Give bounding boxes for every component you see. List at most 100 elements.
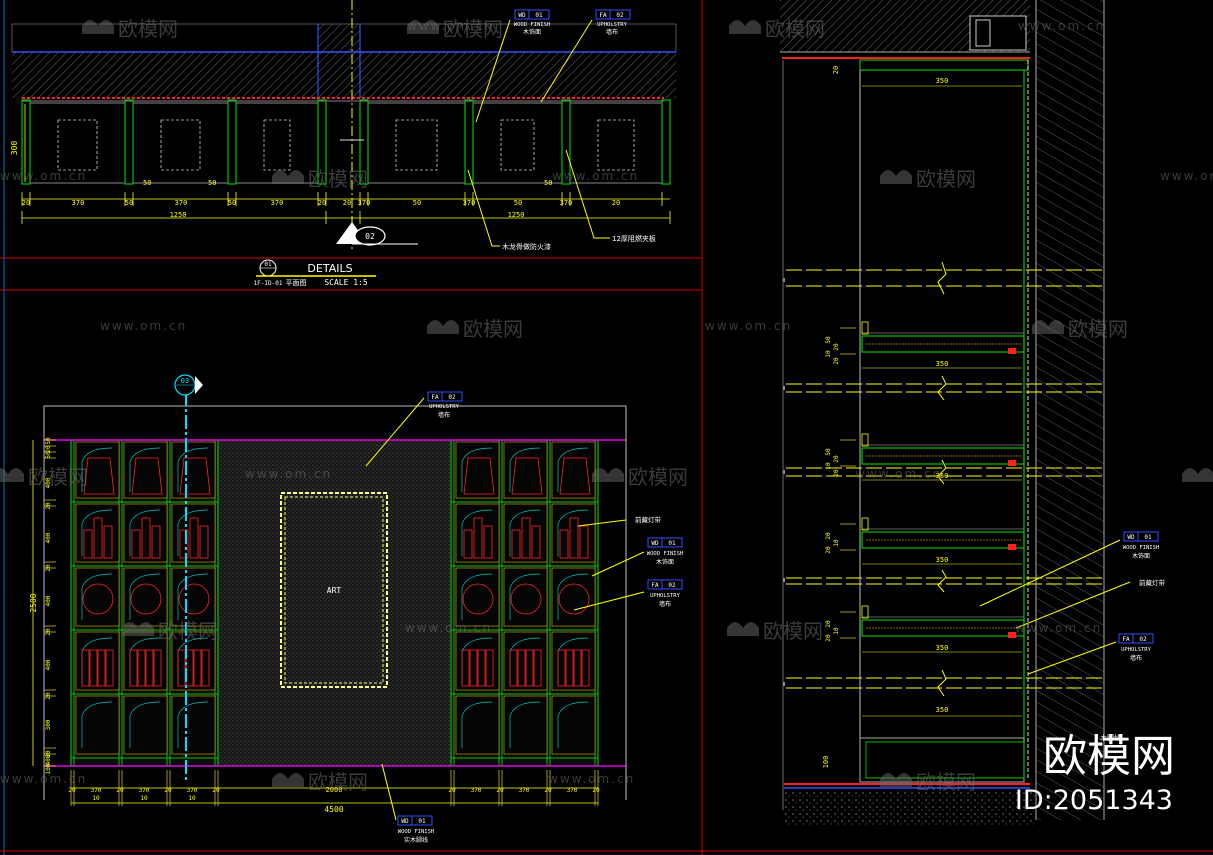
watermark-brand-text: 欧模网 bbox=[463, 317, 523, 341]
svg-text:02: 02 bbox=[365, 232, 375, 241]
cabinet-led-glow bbox=[177, 447, 209, 492]
svg-text:FA: FA bbox=[651, 582, 659, 589]
plan-dim-label: 50 bbox=[228, 199, 236, 207]
section-break-end bbox=[783, 578, 785, 582]
decor-book bbox=[485, 649, 494, 687]
decor-vase bbox=[559, 457, 591, 495]
decor-book bbox=[579, 525, 589, 559]
cabinet-led-glow bbox=[129, 447, 161, 492]
cabinet-led-glow bbox=[129, 573, 161, 620]
elev-bottom-dim-label: 370 bbox=[519, 787, 530, 794]
svg-text:WD: WD bbox=[1127, 534, 1135, 541]
plan-dim-label: 370 bbox=[358, 199, 371, 207]
section-shelf-dim: 20 bbox=[833, 455, 840, 463]
elev-bottom-dim-label: 20 bbox=[448, 787, 456, 794]
watermark-sofa-icon bbox=[880, 170, 912, 184]
svg-text:前藏灯带: 前藏灯带 bbox=[635, 515, 662, 524]
svg-text:02: 02 bbox=[668, 582, 676, 589]
cabinet-cell bbox=[75, 503, 120, 563]
elev-bottom-dim-label: 370 bbox=[91, 787, 102, 794]
cabinet-led-glow bbox=[461, 701, 493, 748]
svg-text:01: 01 bbox=[535, 12, 543, 19]
cabinet-led-glow bbox=[557, 447, 589, 492]
plan-dim-label: 50 bbox=[125, 199, 133, 207]
cabinet-cell bbox=[171, 441, 216, 499]
elev-left-dim-label: 400 bbox=[45, 595, 52, 606]
section-shelf bbox=[861, 335, 1025, 353]
plan-keel bbox=[359, 99, 369, 185]
plan-keel bbox=[561, 99, 571, 185]
section-shelf-bracket bbox=[861, 433, 869, 447]
watermark-brand-text: 欧模网 bbox=[118, 17, 178, 41]
brand-name: 欧模网 bbox=[1043, 731, 1175, 782]
watermark-brand: 欧模网 bbox=[427, 317, 523, 341]
section-break-symbol bbox=[937, 669, 947, 697]
plan-callout-upholstry: FA 02 UPHOLSTRY 墙布 bbox=[540, 9, 631, 103]
elev-left-dim-label: 400 bbox=[45, 532, 52, 543]
decor-vase bbox=[179, 457, 211, 495]
section-shelf-width: 350 bbox=[936, 556, 949, 564]
svg-text:墙布: 墙布 bbox=[438, 411, 450, 419]
svg-text:01: 01 bbox=[668, 540, 676, 547]
decor-book bbox=[565, 649, 574, 687]
decor-book bbox=[517, 649, 526, 687]
plan-keel bbox=[661, 99, 671, 185]
watermark-brand: 欧模网 bbox=[880, 167, 976, 191]
elev-bottom-dim-label: 20 bbox=[68, 787, 76, 794]
section-shelf-dim: 20 bbox=[825, 532, 832, 540]
watermark-brand: 欧模网 bbox=[272, 167, 368, 191]
svg-text:WD: WD bbox=[651, 540, 659, 547]
decor-book bbox=[525, 649, 534, 687]
decor-book bbox=[89, 649, 98, 687]
svg-text:03: 03 bbox=[181, 377, 189, 385]
decor-book bbox=[141, 517, 151, 559]
cabinet-led-glow bbox=[81, 509, 113, 556]
svg-text:WOOD FINISH: WOOD FINISH bbox=[398, 829, 434, 835]
decor-book bbox=[511, 529, 521, 559]
plan-keel bbox=[317, 99, 327, 185]
watermark-url: www.om.cn bbox=[405, 621, 492, 635]
cabinet-cell bbox=[75, 441, 120, 499]
svg-text:FA: FA bbox=[1122, 636, 1130, 643]
decor-book bbox=[151, 525, 161, 559]
plan-callout-wood: WD 01 WOOD FINISH 木饰面 bbox=[475, 9, 550, 123]
svg-text:02: 02 bbox=[1139, 636, 1147, 643]
svg-text:墙布: 墙布 bbox=[1130, 654, 1142, 662]
plan-callout-plywood: 12厚阻燃夹板 bbox=[565, 149, 656, 243]
plan-mark-50-a: 50 bbox=[143, 179, 151, 187]
decor-vase bbox=[83, 457, 115, 495]
plan-panel bbox=[132, 102, 229, 184]
elev-bottom-dim-label: 370 bbox=[139, 787, 150, 794]
elev-callout-baseboard: WD 01 WOOD FINISH 实木脚线 bbox=[381, 763, 434, 844]
cabinet-cell bbox=[503, 695, 548, 755]
plan-panel bbox=[472, 102, 563, 184]
elevation-total-dim: 4500 bbox=[324, 805, 343, 814]
svg-text:01: 01 bbox=[418, 818, 426, 825]
decor-vase bbox=[131, 457, 163, 495]
section-shelf-dim: 20 bbox=[825, 620, 832, 628]
cabinet-led-glow bbox=[129, 509, 161, 556]
decor-book bbox=[189, 517, 199, 559]
svg-text:SCALE 1:5: SCALE 1:5 bbox=[324, 278, 368, 287]
section-break-symbol bbox=[937, 261, 947, 295]
section-break-end bbox=[783, 386, 785, 390]
elev-callout-upholstry-2: FA 02 UPHOLSTRY 墙布 bbox=[573, 579, 683, 611]
cabinet-led-glow bbox=[557, 509, 589, 556]
watermark-brand: 欧模网 bbox=[82, 17, 178, 41]
svg-text:实木脚线: 实木脚线 bbox=[404, 836, 428, 844]
cabinet-led-glow bbox=[461, 447, 493, 492]
cabinet-cell bbox=[171, 503, 216, 563]
plan-dim-label: 370 bbox=[271, 199, 284, 207]
section-shelf-dim: 10 bbox=[833, 627, 840, 635]
decor-book bbox=[193, 649, 202, 687]
cabinet-cell bbox=[503, 631, 548, 691]
section-shelf-led bbox=[1008, 348, 1016, 354]
cabinet-cell bbox=[551, 503, 596, 563]
plan-dim-label: 20 bbox=[22, 199, 30, 207]
decor-book bbox=[557, 649, 566, 687]
watermarks: 欧模网欧模网欧模网欧模网欧模网欧模网欧模网欧模网欧模网欧模网欧模网欧模网欧模网欧… bbox=[0, 17, 1213, 794]
cabinet-cell bbox=[123, 503, 168, 563]
cabinet-cell bbox=[75, 631, 120, 691]
